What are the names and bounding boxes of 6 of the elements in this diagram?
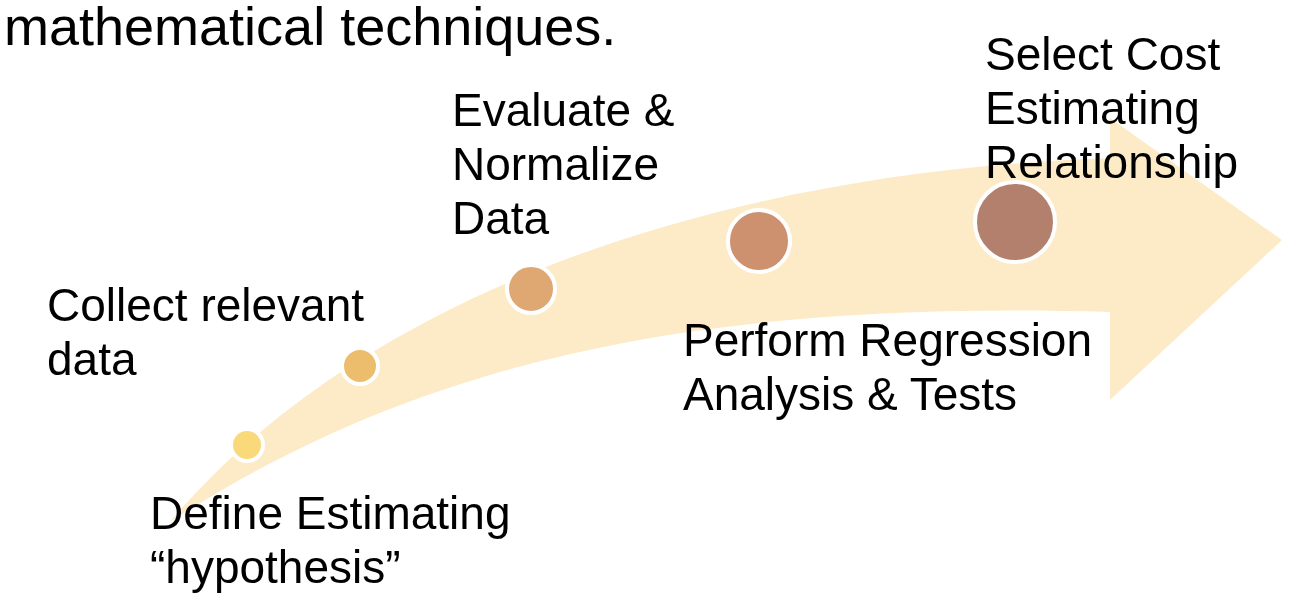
step-label: Define Estimating “hypothesis” [150,486,512,594]
step-label: Collect relevant data [47,278,366,386]
step-label: Evaluate & Normalize Data [452,83,676,245]
heading-text: mathematical techniques. [4,0,617,56]
step-label: Select Cost Estimating Relationship [985,27,1240,189]
step-label: Perform Regression Analysis & Tests [683,313,1094,421]
